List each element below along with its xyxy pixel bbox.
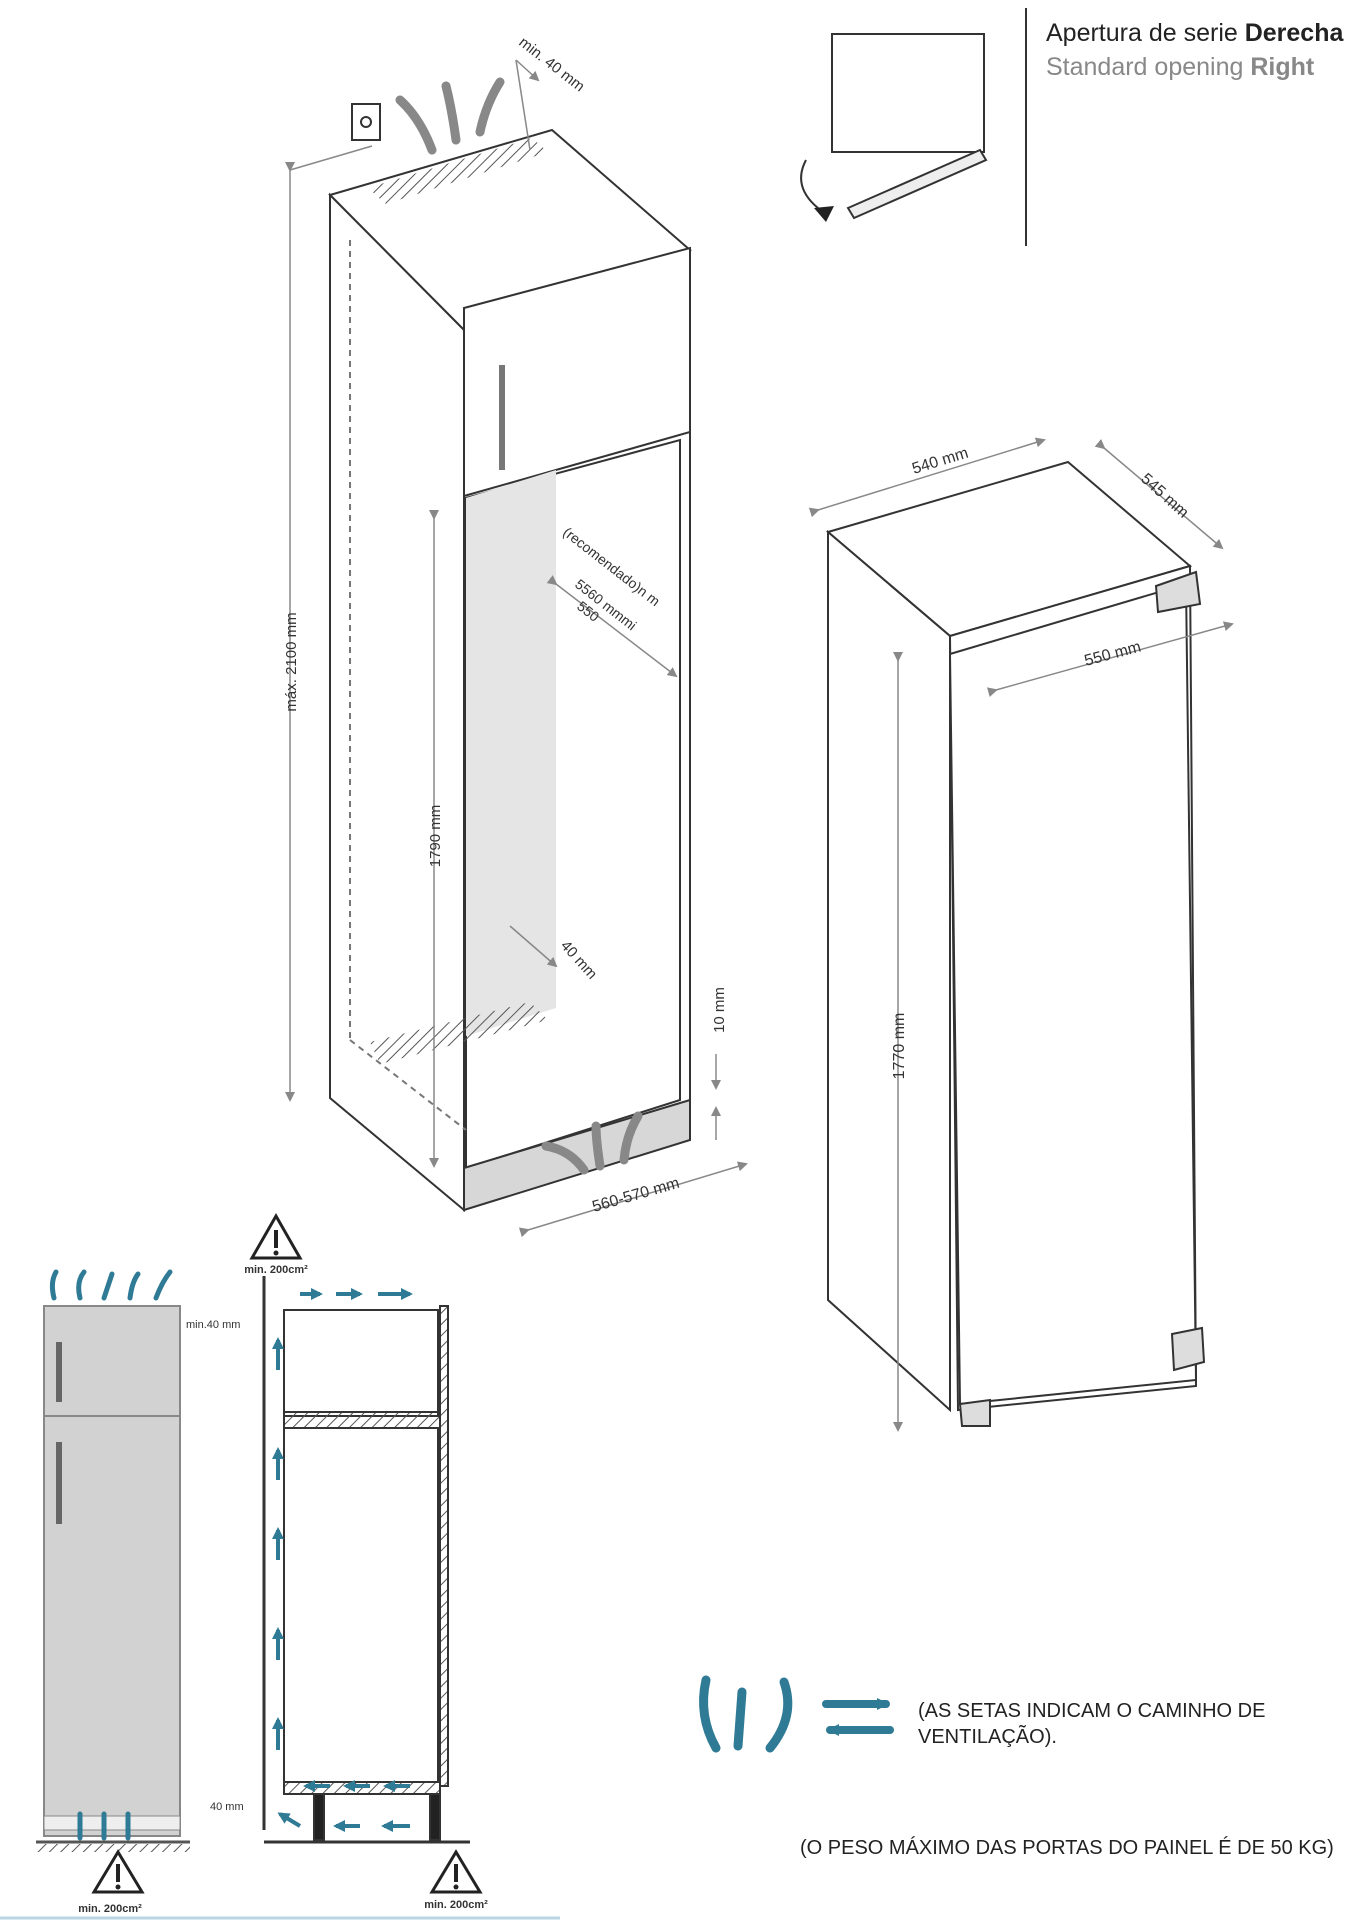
niche-height-label: máx. 2100 mm bbox=[283, 612, 300, 711]
opening-line-en: Standard opening Right bbox=[1046, 53, 1315, 81]
bottom-right-area-label: min. 200cm² bbox=[424, 1899, 488, 1911]
appliance-depth-label: 545 mm bbox=[1137, 470, 1191, 521]
appliance-height-label: 1770 mm bbox=[891, 1013, 908, 1080]
section-bottom-gap-label: 40 mm bbox=[210, 1801, 244, 1813]
warning-bottom-left-icon bbox=[91, 1849, 145, 1894]
fridge-front-vent-arrows bbox=[49, 1269, 173, 1841]
niche-top-vent-label: min. 40 mm bbox=[516, 34, 588, 96]
fridge-front-view bbox=[36, 1305, 190, 1852]
appliance-drawing bbox=[825, 460, 1206, 1427]
opening-title: Apertura de serie Derecha Standard openi… bbox=[1046, 16, 1343, 84]
bottom-left-area-label: min. 200cm² bbox=[78, 1903, 142, 1915]
niche-drawing bbox=[328, 103, 692, 1213]
niche-width-label: 560-570 mm bbox=[590, 1175, 681, 1216]
ventilation-legend-icon bbox=[699, 1675, 894, 1753]
panel-weight-note: (O PESO MÁXIMO DAS PORTAS DO PAINEL É DE… bbox=[800, 1837, 1334, 1859]
niche-top-vent-arrows bbox=[395, 77, 505, 155]
warning-top-icon bbox=[249, 1212, 303, 1260]
niche-plinth-label: 10 mm bbox=[711, 987, 728, 1033]
opening-line-es: Apertura de serie Derecha bbox=[1046, 19, 1344, 47]
section-vent-arrows bbox=[272, 1288, 413, 1832]
appliance-dimension-lines bbox=[808, 437, 1234, 1432]
ventilation-legend-text: (AS SETAS INDICAM O CAMINHO DE VENTILAÇÃ… bbox=[918, 1698, 1265, 1750]
warning-bottom-right-icon bbox=[429, 1849, 483, 1894]
niche-dimension-lines bbox=[285, 59, 748, 1238]
section-top-gap-label: min.40 mm bbox=[186, 1319, 240, 1331]
legend-line-2: VENTILAÇÃO). bbox=[918, 1726, 1057, 1748]
door-opening-icon bbox=[800, 8, 1027, 246]
ventilation-section-view bbox=[262, 1276, 470, 1844]
legend-line-1: (AS SETAS INDICAM O CAMINHO DE bbox=[918, 1700, 1266, 1722]
section-top-area-label: min. 200cm² bbox=[244, 1264, 308, 1276]
niche-lower-height-label: 1790 mm bbox=[427, 805, 444, 868]
